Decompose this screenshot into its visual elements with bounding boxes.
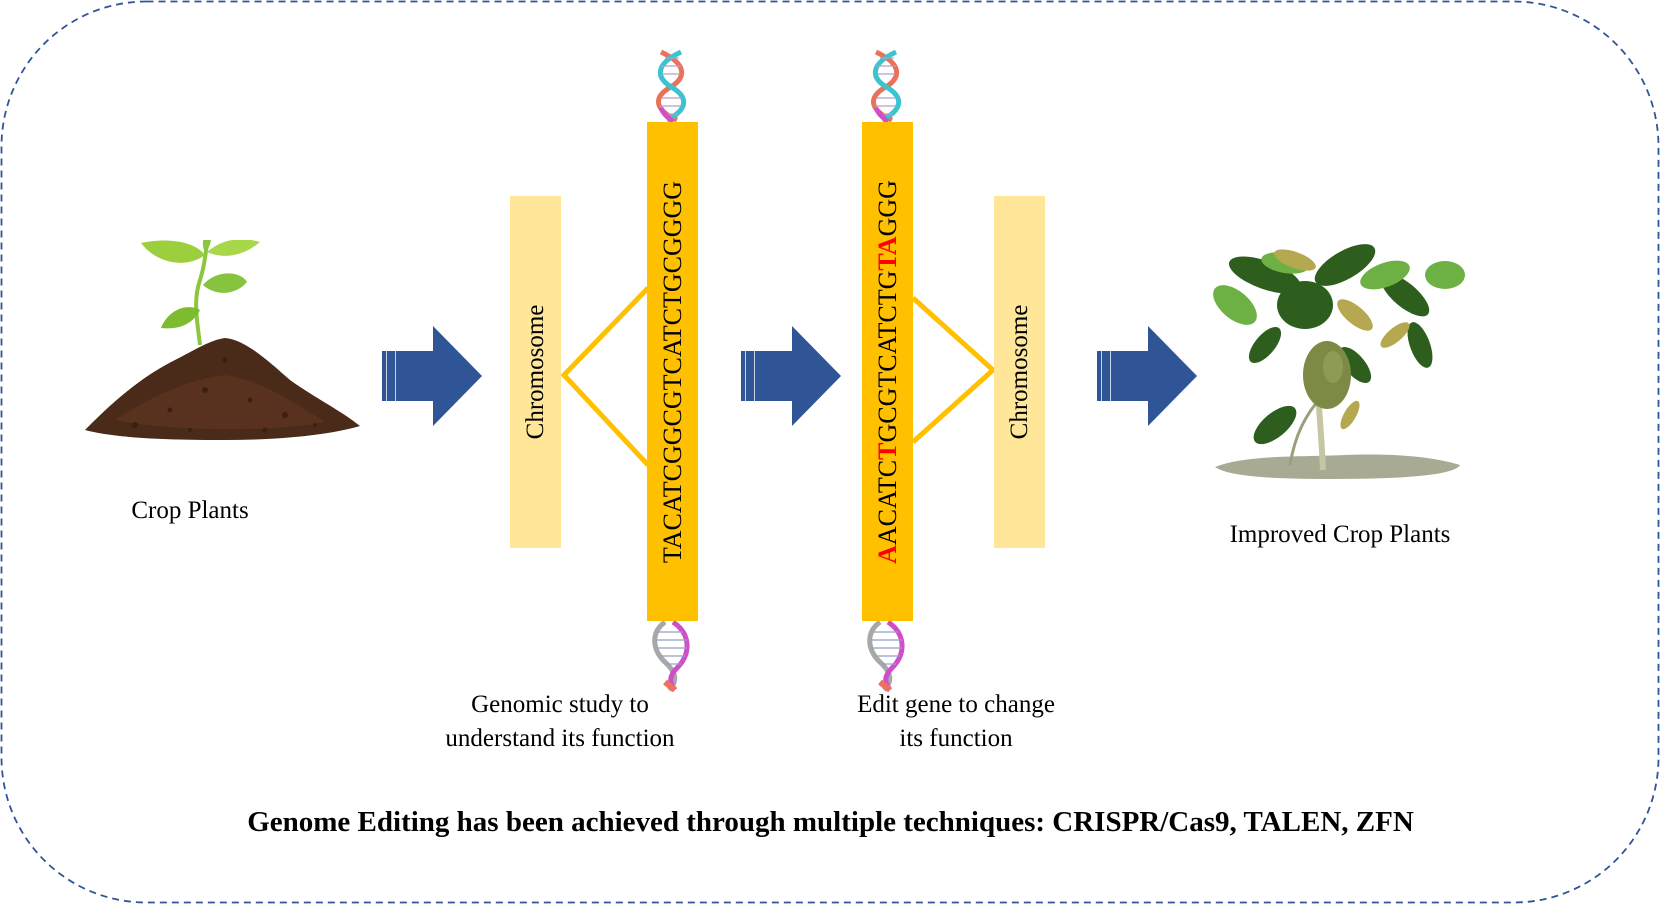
- right-arrow-icon: [1097, 326, 1197, 426]
- improved-crop-plants-label: Improved Crop Plants: [1229, 521, 1451, 548]
- dna-helix-icon: [867, 620, 905, 692]
- dna-strip-edited: AACATCTGCGTCATCTGTAGGG: [862, 122, 913, 621]
- crop-plants-label: Crop Plants: [131, 497, 249, 524]
- dna-helix-icon: [871, 49, 901, 122]
- edited-base: T: [872, 442, 902, 460]
- zoom-connector-left: [560, 286, 650, 467]
- seedling-in-soil-icon: [85, 240, 360, 440]
- chromosome-right-label: Chromosome: [1005, 304, 1033, 440]
- right-arrow-icon: [741, 326, 841, 426]
- sequence-original: TACATCGGCGTCATCTGCGGGG: [657, 180, 687, 563]
- sequence-edited: AACATCTGCGTCATCTGTAGGG: [873, 180, 903, 564]
- dna-helix-icon: [652, 620, 690, 692]
- genome-editing-title: Genome Editing has been achieved through…: [247, 806, 1414, 838]
- dna-helix-icon: [656, 49, 686, 122]
- improved-plant-icon: [1213, 244, 1465, 479]
- right-arrow-icon: [382, 326, 482, 426]
- dna-strip-original: TACATCGGCGTCATCTGCGGGG: [647, 122, 698, 621]
- genomic-study-caption: Genomic study to understand its function: [400, 688, 720, 756]
- sequence-segment: GGG: [872, 179, 902, 236]
- genomic-study-caption-line1: Genomic study to: [471, 691, 649, 718]
- sequence-segment: ACATC: [872, 459, 902, 545]
- sequence-segment: GCGTCATCTG: [872, 270, 902, 443]
- genomic-study-caption-line2: understand its function: [445, 725, 675, 752]
- chromosome-left: Chromosome: [510, 196, 561, 548]
- edit-gene-caption: Edit gene to change its function: [800, 688, 1112, 756]
- edited-base: TA: [872, 235, 902, 271]
- edit-gene-caption-line1: Edit gene to change: [857, 691, 1055, 718]
- edit-gene-caption-line2: its function: [899, 725, 1013, 752]
- zoom-connector-right: [911, 296, 997, 444]
- chromosome-left-label: Chromosome: [521, 304, 549, 440]
- chromosome-right: Chromosome: [994, 196, 1045, 548]
- edited-base: A: [872, 544, 902, 564]
